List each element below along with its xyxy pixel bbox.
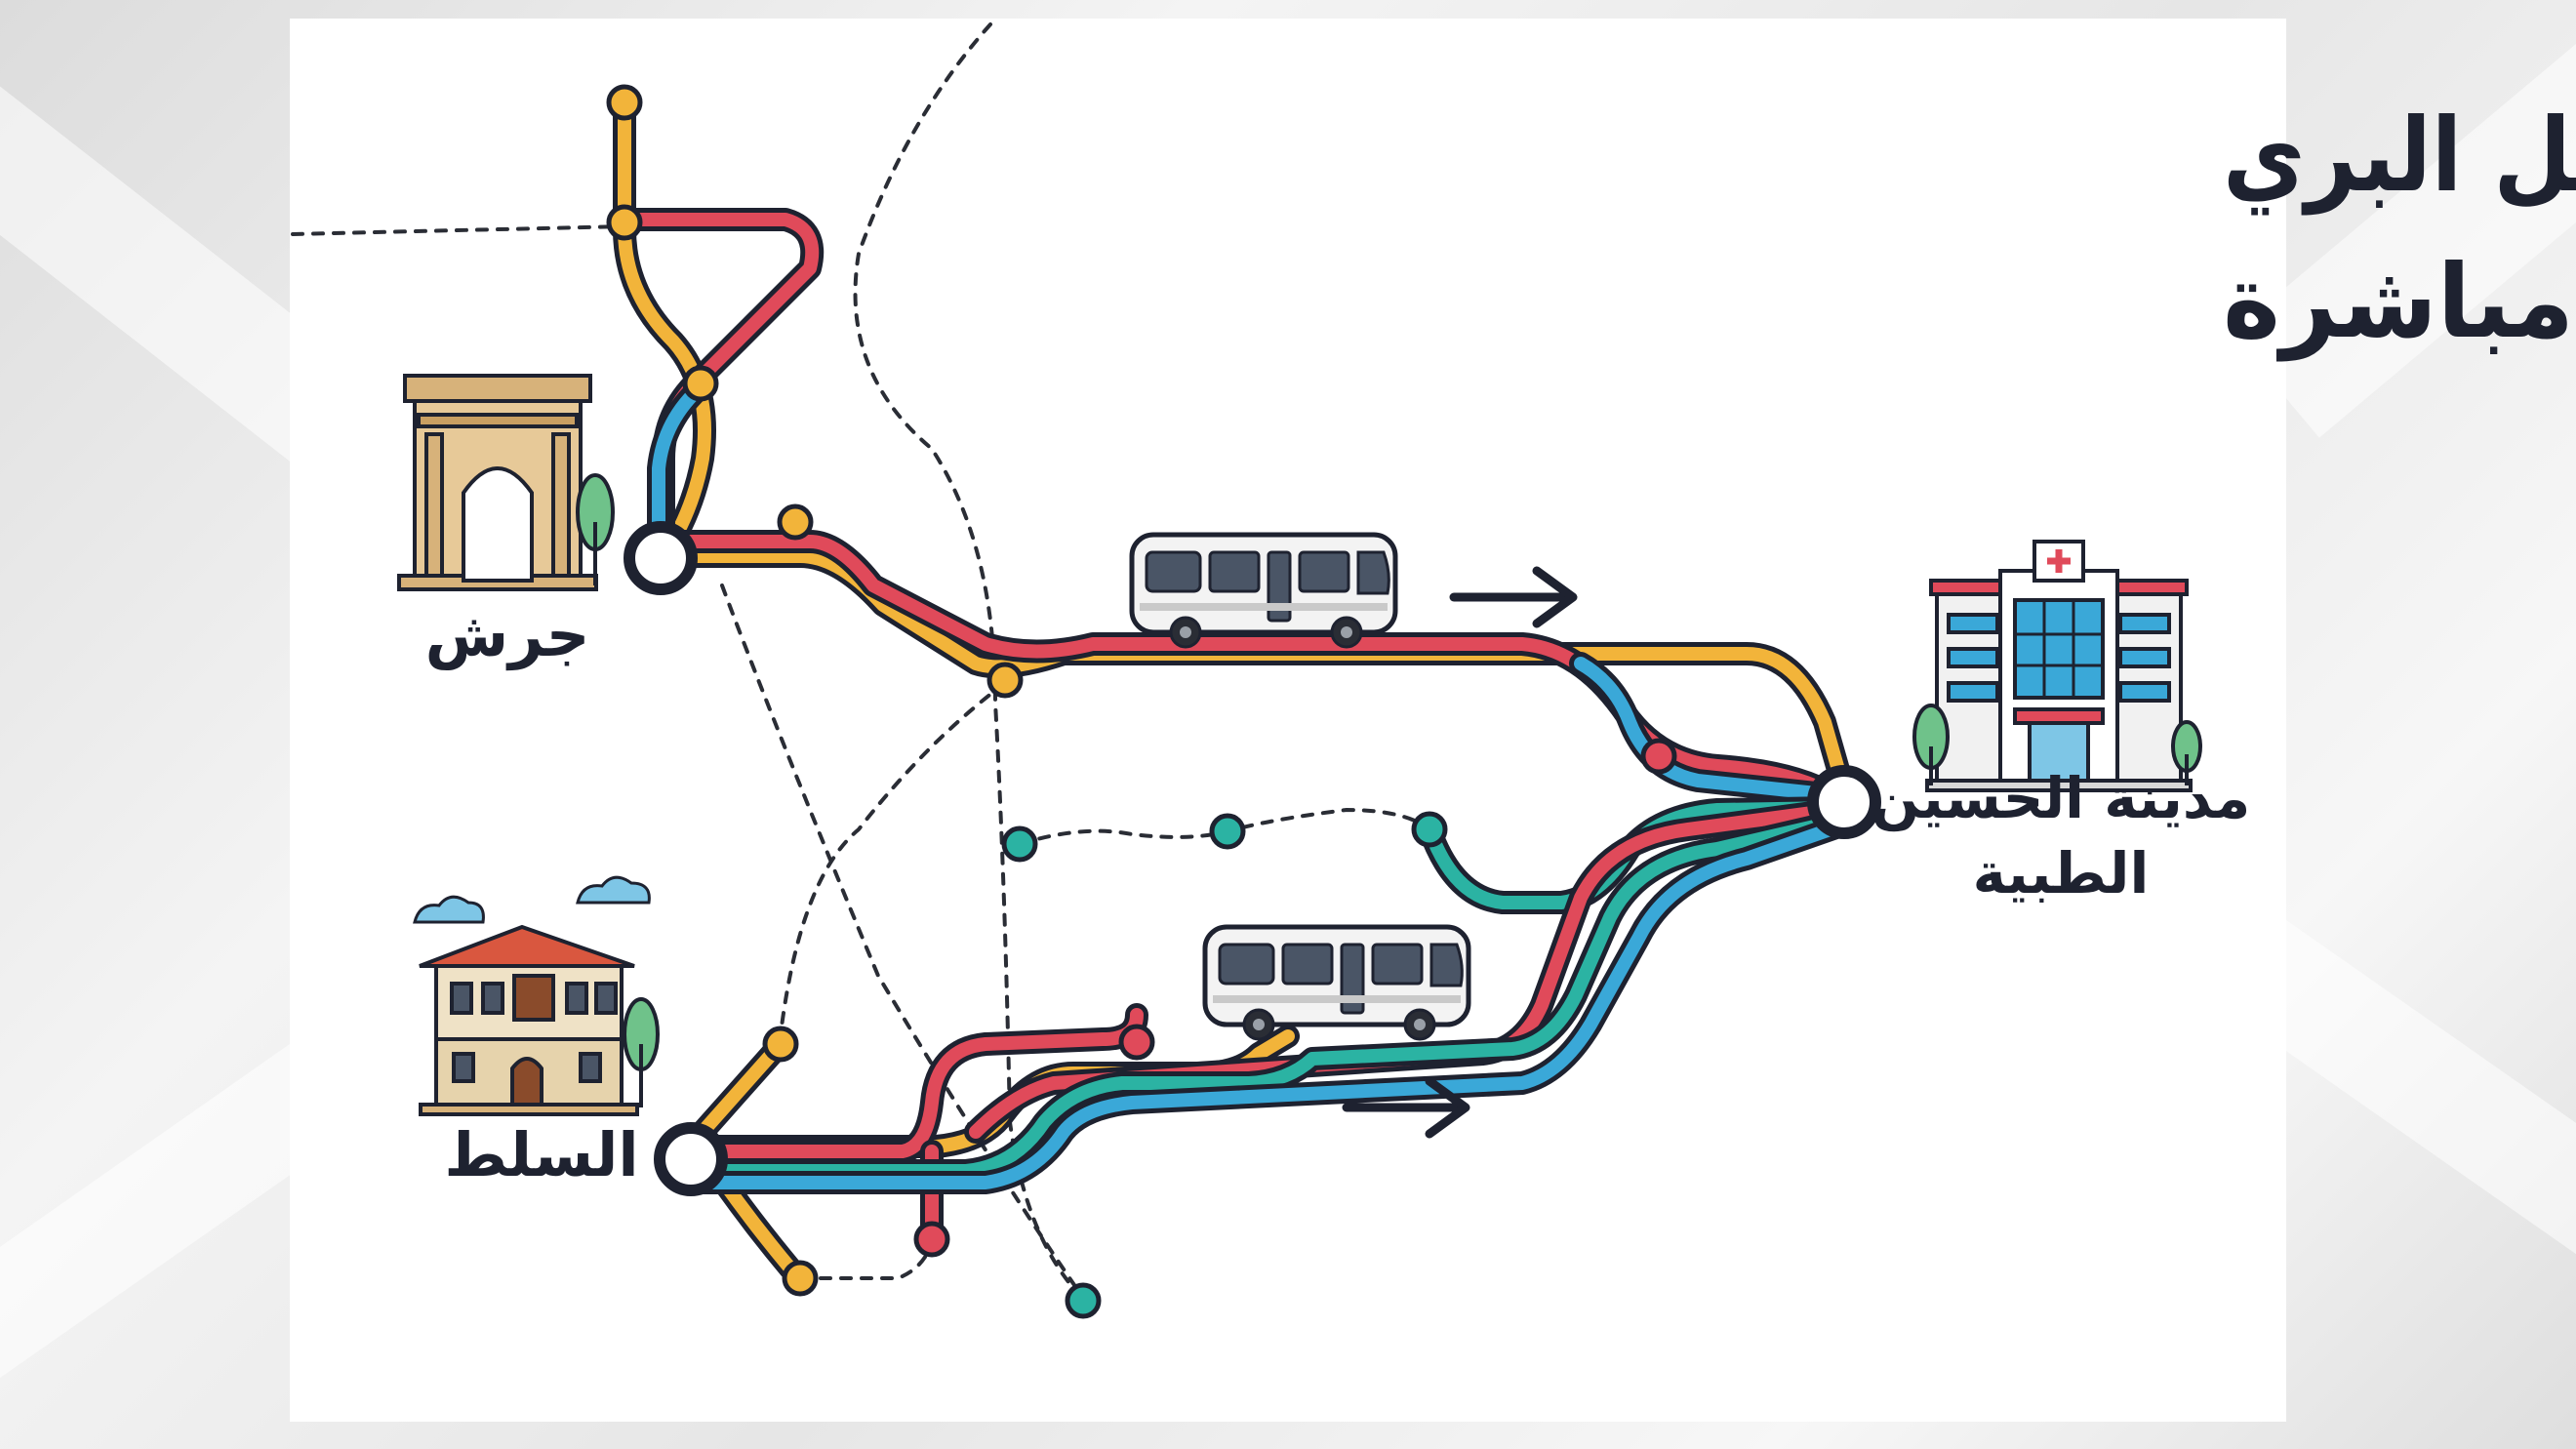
station-dot bbox=[1065, 1282, 1102, 1319]
hadrian-arch-icon bbox=[397, 374, 615, 591]
station-dot bbox=[782, 1260, 819, 1297]
tree-icon bbox=[1912, 704, 2202, 785]
blue-branch bbox=[1574, 657, 1841, 802]
red-long bbox=[969, 803, 1841, 1139]
station-dot bbox=[913, 1221, 950, 1258]
place-label-hospital-line1: مدينة الحسين bbox=[1872, 765, 2251, 832]
station-dot bbox=[606, 204, 643, 241]
station-dot bbox=[986, 662, 1024, 699]
hospital-building-icon bbox=[1912, 540, 2202, 792]
station-dot bbox=[1209, 813, 1246, 850]
bus-icon bbox=[1205, 927, 1469, 1039]
teal-long bbox=[696, 813, 1851, 1178]
heritage-house-icon bbox=[419, 924, 660, 1116]
tree-icon bbox=[623, 997, 660, 1107]
station-dot bbox=[762, 1026, 799, 1063]
place-label-hospital-line2: الطبية bbox=[1973, 840, 2150, 906]
place-label-salt: السلط bbox=[444, 1119, 638, 1190]
route-lines bbox=[613, 91, 1856, 1280]
headline-line1: هيئة تنظيم النقل البري bbox=[2223, 96, 2576, 216]
jerash-hub bbox=[624, 521, 698, 595]
dotted-trail bbox=[720, 584, 1085, 1300]
salt-hub bbox=[654, 1122, 728, 1196]
stations bbox=[606, 84, 1881, 1319]
arrow-right-icon bbox=[1342, 1076, 1470, 1139]
headline-line2: تطلق خطوطاً مباشرة bbox=[2223, 230, 2576, 362]
cloud-icon bbox=[413, 875, 651, 924]
arrow-right-icon bbox=[1449, 566, 1578, 628]
yellow-route bbox=[618, 96, 1851, 797]
dotted-trail bbox=[779, 681, 1007, 1036]
yellow-route-outline bbox=[613, 91, 1856, 802]
station-dot bbox=[1640, 738, 1677, 775]
blue-salt bbox=[696, 818, 1851, 1189]
station-dot bbox=[777, 503, 814, 541]
station-dot bbox=[1118, 1024, 1155, 1061]
hospital-hub bbox=[1807, 765, 1881, 839]
station-dot bbox=[1001, 825, 1038, 863]
tree-icon bbox=[576, 473, 615, 585]
bus-icon bbox=[1132, 535, 1395, 647]
station-dot bbox=[682, 365, 719, 402]
station-dot bbox=[1411, 811, 1448, 848]
place-label-jerash: جرش bbox=[425, 599, 590, 670]
station-dot bbox=[606, 84, 643, 121]
border-dotted-line bbox=[291, 224, 626, 236]
